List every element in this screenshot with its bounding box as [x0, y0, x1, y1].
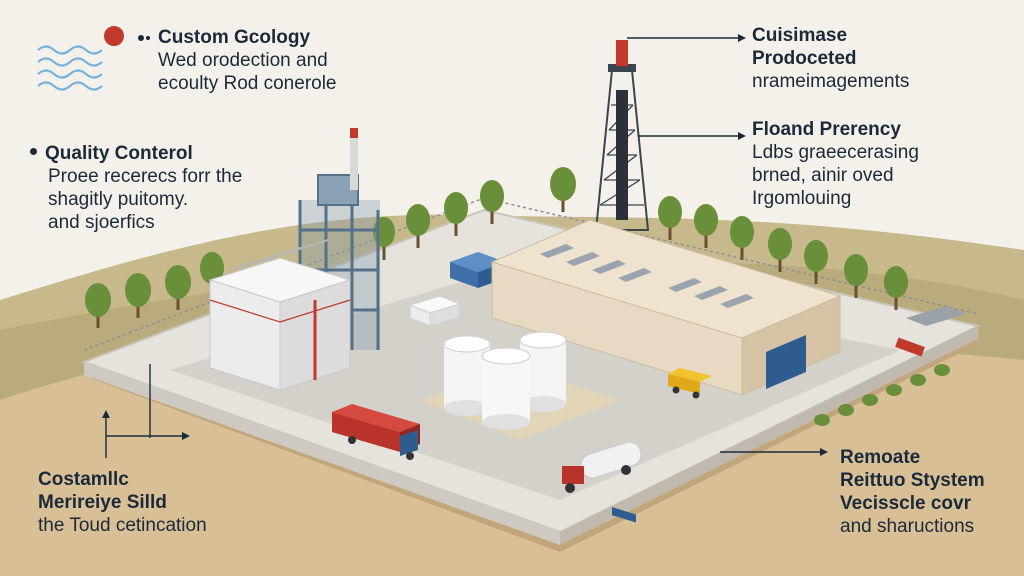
- derrick-core: [616, 90, 628, 220]
- callout-line: brned, ainir oved: [752, 165, 894, 186]
- callout-line: Costamllc: [38, 469, 129, 490]
- callout-sub: and shaructions: [840, 516, 975, 537]
- callout-line: Prodoceted: [752, 48, 857, 69]
- derrick-top: [608, 64, 636, 72]
- drilling-derrick: [594, 40, 650, 231]
- callout-bottom-right: Remoate Reittuo Stystem Vecisscle covr a…: [840, 446, 985, 538]
- tree: [768, 228, 792, 272]
- callout-line: and sjoerfics: [48, 212, 155, 233]
- trees: [85, 167, 908, 328]
- tree: [694, 204, 718, 248]
- tree: [884, 266, 908, 310]
- derrick-crown: [616, 40, 628, 66]
- tree: [658, 196, 682, 240]
- callout-line: Cuisimase: [752, 25, 848, 46]
- storage-tanks: [420, 331, 620, 440]
- tanker-truck: [562, 441, 642, 493]
- callout-line: Vecisscle covr: [840, 493, 971, 514]
- warehouse: [490, 219, 842, 523]
- callout-line: Remoate: [840, 447, 921, 468]
- callout-sub: nrameimagements: [752, 71, 910, 92]
- callout-line: Wed orodection and: [158, 50, 328, 71]
- tree: [550, 167, 576, 212]
- tree: [844, 254, 868, 298]
- callout-line: Irgomlouing: [752, 188, 852, 209]
- tree: [125, 273, 151, 318]
- tree: [406, 204, 430, 248]
- callout-head: Quality Conterol: [45, 143, 193, 164]
- bullet-icon: [138, 35, 150, 41]
- tree: [444, 192, 468, 236]
- red-equipment: [895, 337, 925, 357]
- callout-line: Reittuo Stystem: [840, 470, 985, 491]
- callout-bottom-left: Costamllc Merireiye Silld the Toud cetin…: [38, 468, 207, 537]
- tank: [481, 347, 531, 430]
- callout-line: Merireiye Silld: [38, 492, 167, 513]
- wave-icon: [37, 45, 103, 91]
- stack: [350, 130, 358, 190]
- shed: [408, 295, 462, 327]
- bullet-icon: [30, 148, 37, 156]
- callout-line: shagitly puitomy.: [48, 189, 189, 210]
- callout-head: Floand Prerency: [752, 119, 901, 140]
- callout-head: Custom Gcology: [158, 27, 311, 48]
- sun-icon: [104, 26, 124, 46]
- tree: [85, 283, 111, 328]
- callout-line: ecoulty Rod conerole: [158, 73, 337, 94]
- roof-panels: [540, 244, 754, 308]
- callout-arrows: [102, 34, 828, 458]
- red-cargo-truck: [332, 404, 420, 460]
- platform-edge-right: [560, 326, 978, 545]
- callout-custom-geology: Custom Gcology Wed orodection and ecoult…: [158, 26, 337, 95]
- canopy: [906, 306, 966, 326]
- callout-line: Proee recerecs forr the: [48, 166, 243, 187]
- tree: [480, 180, 504, 224]
- callout-mid-right: Floand Prerency Ldbs graeecerasing brned…: [752, 118, 919, 210]
- tree: [730, 216, 754, 260]
- callout-top-right: Cuisimase Prodoceted nrameimagements: [752, 24, 909, 93]
- garage-door: [766, 335, 806, 389]
- yellow-vehicle: [668, 368, 712, 399]
- callout-quality-control: Quality Conterol Proee recerecs forr the…: [30, 142, 242, 234]
- platform-edge-left: [84, 362, 560, 545]
- callout-line: Ldbs graeecerasing: [752, 142, 919, 163]
- callout-sub: the Toud cetincation: [38, 515, 207, 536]
- tree: [804, 240, 828, 284]
- tree: [165, 265, 191, 310]
- sign-panel: [612, 507, 636, 523]
- bushes: [814, 364, 950, 426]
